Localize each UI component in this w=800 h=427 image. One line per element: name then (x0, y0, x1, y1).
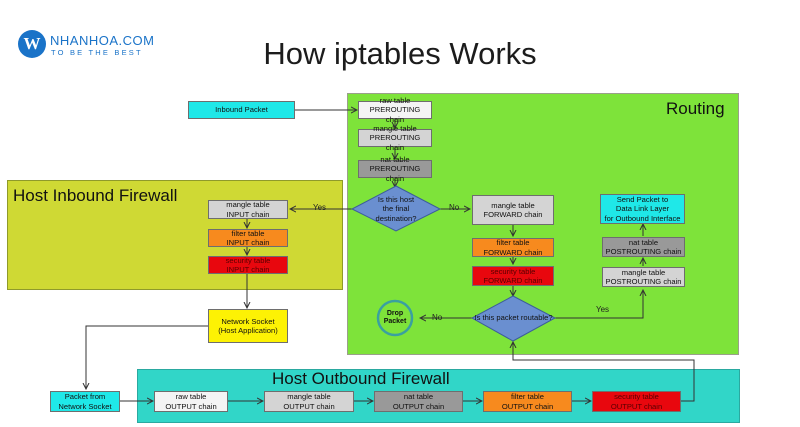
brand-logo-icon: W (18, 30, 46, 58)
send-packet-node: Send Packet to Data Link Layer for Outbo… (600, 194, 685, 224)
filter-input-node: filter table INPUT chain (208, 229, 288, 247)
outbound-firewall-label: Host Outbound Firewall (272, 369, 450, 388)
edge-label-no-forward: No (449, 203, 460, 212)
security-input-node: security table INPUT chain (208, 256, 288, 274)
edge-label-no-drop: No (432, 313, 443, 322)
mangle-prerouting-node: mangle table PREROUTING chain (358, 124, 432, 152)
edge-routable-yes-post (555, 290, 643, 319)
mangle-postrouting-node: mangle table POSTROUTING chain (602, 267, 685, 287)
filter-forward-node: filter table FORWARD chain (472, 238, 554, 257)
brand-name: NHANHOA.COM (50, 33, 155, 48)
edge-security-output-to-routable (513, 342, 695, 402)
filter-output-node: filter table OUTPUT chain (483, 391, 572, 412)
edge-label-yes-post: Yes (596, 305, 610, 314)
edge-socket-to-packetfrom (86, 325, 208, 389)
mangle-forward-node: mangle table FORWARD chain (472, 195, 554, 225)
packet-from-socket-node: Packet from Network Socket (50, 391, 120, 412)
page-title: How iptables Works (263, 36, 537, 71)
edge-label-yes-input: Yes (313, 203, 327, 212)
final-destination-diamond (350, 185, 442, 232)
nat-postrouting-node: nat table POSTROUTING chain (602, 237, 685, 257)
network-socket-node: Network Socket (Host Application) (208, 309, 288, 343)
raw-output-node: raw table OUTPUT chain (154, 391, 228, 412)
inbound-firewall-label: Host Inbound Firewall (13, 186, 178, 205)
raw-prerouting-node: raw table PREROUTING chain (358, 96, 432, 124)
routable-diamond (470, 295, 557, 342)
drop-packet-label: Drop Packet (383, 310, 407, 325)
nat-output-node: nat table OUTPUT chain (374, 391, 463, 412)
drop-packet-circle (376, 299, 414, 337)
security-forward-node: security table FORWARD chain (472, 266, 554, 286)
mangle-input-node: mangle table INPUT chain (208, 200, 288, 219)
security-output-node: security table OUTPUT chain (592, 391, 681, 412)
routable-label: Is this packet routable? (474, 313, 553, 323)
mangle-output-node: mangle table OUTPUT chain (264, 391, 354, 412)
nat-prerouting-node: nat table PREROUTING chain (358, 155, 432, 183)
inbound-packet-node: Inbound Packet (188, 101, 295, 119)
brand-tagline: TO BE THE BEST (51, 48, 143, 57)
routing-label: Routing (666, 99, 725, 118)
final-destination-label: Is this host the final destination? (375, 195, 417, 223)
